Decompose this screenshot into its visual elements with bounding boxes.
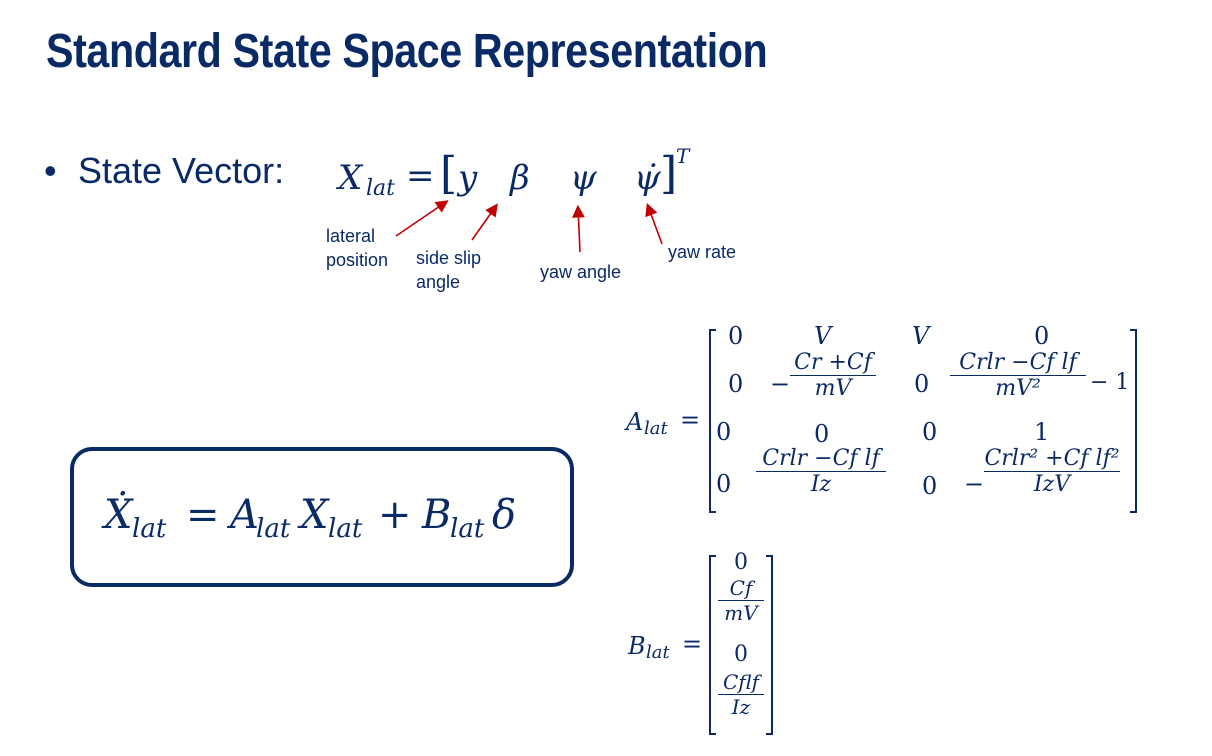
state-y: y <box>458 158 478 198</box>
a-matrix-label: A <box>626 408 644 436</box>
a-r4-c2-den: Iz <box>810 472 832 497</box>
arrow-side-slip <box>471 203 498 241</box>
state-beta: β <box>510 158 530 198</box>
a-r4-c4-fraction: Crlr² +Cf lf² IzV <box>984 446 1120 497</box>
main-lhs: Ẋ <box>104 492 133 538</box>
b-r2-fraction: Cf mV <box>718 576 764 625</box>
a-r2-c2-sign: − <box>770 370 791 398</box>
b-r4-num: Cflf <box>722 670 760 694</box>
a-r2-c4-tail: − 1 <box>1090 370 1130 395</box>
transpose-mark: T <box>676 144 690 168</box>
a-r2-c2-den: mV <box>814 376 852 401</box>
a-r4-c4-den: IzV <box>1033 472 1071 497</box>
a-matrix-label-sub: lat <box>644 418 668 439</box>
a-r2-c4-den: mV² <box>995 376 1041 401</box>
a-r2-c2-fraction: Cr +Cf mV <box>790 350 876 401</box>
main-a: A <box>230 492 259 538</box>
main-equation-box <box>70 447 574 587</box>
state-vector-lhs: X <box>338 158 363 198</box>
a-r2-c3: 0 <box>914 370 930 398</box>
a-r3-c3: 0 <box>922 418 938 446</box>
state-psi: ψ <box>570 158 597 198</box>
a-r2-c2-num: Cr +Cf <box>794 350 872 375</box>
main-a-sub: lat <box>256 514 291 544</box>
b-r3: 0 <box>734 642 748 667</box>
b-matrix-label-sub: lat <box>646 642 670 663</box>
b-r2-den: mV <box>724 601 758 625</box>
main-x: X <box>300 492 329 538</box>
a-r4-c3: 0 <box>922 472 938 500</box>
b-matrix-equals: = <box>682 630 703 658</box>
a-r1-c2: V <box>814 322 832 350</box>
annotation-lateral-position: lateral position <box>326 226 389 270</box>
slide-title: Standard State Space Representation <box>46 25 768 78</box>
state-vector-lhs-sub: lat <box>366 176 395 201</box>
state-psi-dot: ψ̇ <box>634 158 661 198</box>
open-bracket: [ <box>440 148 458 199</box>
a-r3-c2: 0 <box>814 420 830 448</box>
a-r1-c1: 0 <box>728 322 744 350</box>
a-r4-c4-sign: − <box>964 470 985 498</box>
a-r3-c4: 1 <box>1034 418 1050 446</box>
state-vector-label: State Vector: <box>78 150 285 191</box>
b-r2-num: Cf <box>729 576 753 600</box>
main-delta: δ <box>492 492 517 538</box>
a-r2-c4-num: Crlr −Cf lf <box>959 350 1077 375</box>
b-r4-fraction: Cflf Iz <box>718 670 764 719</box>
arrow-lateral-position <box>395 200 449 237</box>
close-bracket: ] <box>660 148 678 199</box>
a-matrix-equals: = <box>680 406 701 434</box>
annotation-side-slip-angle: side slip angle <box>416 248 482 292</box>
b-matrix-label: B <box>628 632 646 660</box>
a-r1-c4: 0 <box>1034 322 1050 350</box>
a-r4-c2-fraction: Crlr −Cf lf Iz <box>756 446 886 497</box>
a-r2-c4-fraction: Crlr −Cf lf mV² <box>950 350 1086 401</box>
main-x-sub: lat <box>328 514 363 544</box>
annotation-yaw-rate: yaw rate <box>668 242 737 262</box>
annotation-yaw-angle: yaw angle <box>540 262 622 282</box>
main-b: B <box>422 492 452 538</box>
b-r1: 0 <box>734 550 748 575</box>
a-r1-c3: V <box>912 322 930 350</box>
a-r4-c1: 0 <box>716 470 732 498</box>
a-r2-c1: 0 <box>728 370 744 398</box>
state-vector-equals: = <box>406 156 435 196</box>
a-r4-c2-num: Crlr −Cf lf <box>762 446 880 471</box>
main-lhs-sub: lat <box>132 514 167 544</box>
a-r3-c1: 0 <box>716 418 732 446</box>
arrow-yaw-angle <box>572 204 585 253</box>
main-b-sub: lat <box>450 514 485 544</box>
a-r4-c4-num: Crlr² +Cf lf² <box>984 446 1120 471</box>
main-equals: = <box>186 492 220 538</box>
main-plus: + <box>378 492 412 538</box>
bullet-dot: • <box>44 150 57 191</box>
arrow-yaw-rate <box>645 202 663 245</box>
b-r4-den: Iz <box>731 695 751 719</box>
